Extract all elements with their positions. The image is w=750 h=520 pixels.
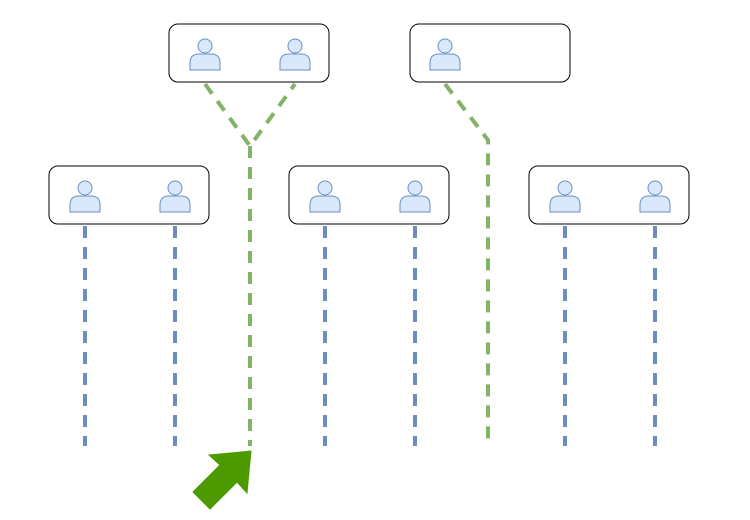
arrow-up-right-icon [192,450,252,510]
user-icon [399,180,431,213]
highlight-arrow [192,450,252,510]
user-icon [639,180,671,213]
group-box-top-right [409,23,571,83]
connector-lines [83,82,657,446]
user-icon [189,38,221,71]
user-icon [309,180,341,213]
group-box-mid-right [528,165,690,225]
user-icon [69,180,101,213]
group-boxes [48,23,690,225]
group-box-top-left [168,23,330,83]
group-box-frame [409,23,571,83]
green-bent-line [443,82,490,446]
group-box-mid-center [288,165,450,225]
user-icon [429,38,461,71]
group-box-frame [528,165,690,225]
green-merged-line [203,82,297,446]
user-icon [279,38,311,71]
group-box-frame [48,165,210,225]
user-icon [549,180,581,213]
group-box-mid-left [48,165,210,225]
group-box-frame [168,23,330,83]
user-icon [159,180,191,213]
group-box-frame [288,165,450,225]
